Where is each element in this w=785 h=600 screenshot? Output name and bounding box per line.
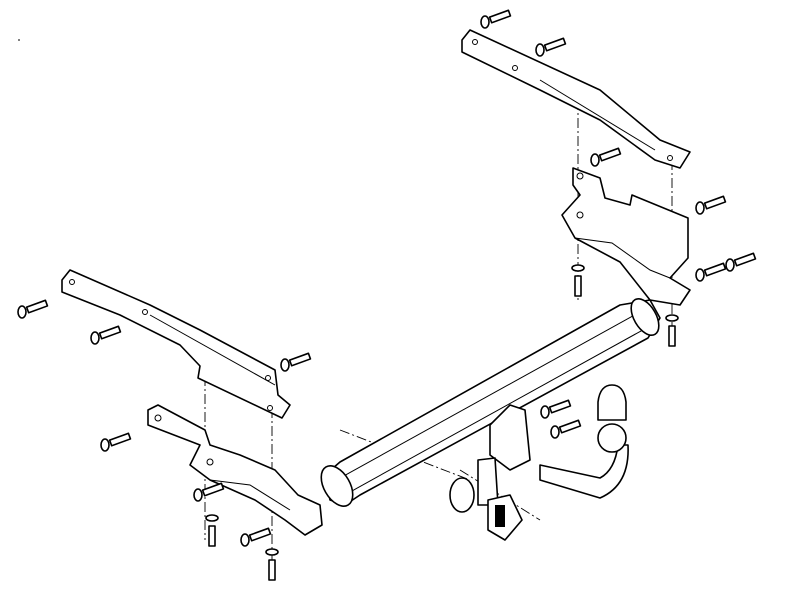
- bolt-icon: [268, 559, 276, 581]
- washer-icon: [193, 488, 203, 502]
- washer-icon: [280, 358, 290, 372]
- washer-icon: [205, 514, 219, 522]
- washer-icon: [535, 43, 545, 57]
- washer-icon: [480, 15, 490, 29]
- bolt-icon: [98, 325, 122, 340]
- bolt-icon: [25, 299, 49, 314]
- bolt-icon: [703, 195, 727, 210]
- left-upper-bracket: [61, 269, 291, 419]
- right-lower-bracket: [561, 167, 691, 306]
- bolt-icon: [488, 9, 512, 24]
- washer-icon: [240, 533, 250, 547]
- bolts-and-washers: [17, 9, 757, 581]
- bolt-icon: [733, 252, 757, 267]
- washer-icon: [665, 314, 679, 322]
- washer-icon: [695, 268, 705, 282]
- washer-icon: [695, 201, 705, 215]
- bolt-icon: [208, 525, 216, 547]
- bolt-icon: [201, 482, 225, 497]
- socket-plate: [449, 404, 531, 541]
- tow-ball: [539, 384, 629, 499]
- right-upper-bracket: [461, 29, 691, 169]
- washer-icon: [725, 258, 735, 272]
- washer-icon: [90, 331, 100, 345]
- bolt-icon: [598, 147, 622, 162]
- bolt-icon: [574, 275, 582, 297]
- washer-icon: [590, 153, 600, 167]
- bolt-icon: [558, 419, 582, 434]
- bolt-icon: [288, 352, 312, 367]
- bolt-icon: [703, 262, 727, 277]
- bolt-icon: [543, 37, 567, 52]
- washer-icon: [17, 305, 27, 319]
- left-lower-bracket: [147, 404, 323, 536]
- bolt-icon: [108, 432, 132, 447]
- washer-icon: [571, 264, 585, 272]
- bolt-icon: [668, 325, 676, 347]
- washer-icon: [265, 548, 279, 556]
- bolt-icon: [548, 399, 572, 414]
- washer-icon: [100, 438, 110, 452]
- bolt-icon: [248, 527, 272, 542]
- main-cross-beam: [320, 298, 661, 507]
- washer-icon: [540, 405, 550, 419]
- washer-icon: [550, 425, 560, 439]
